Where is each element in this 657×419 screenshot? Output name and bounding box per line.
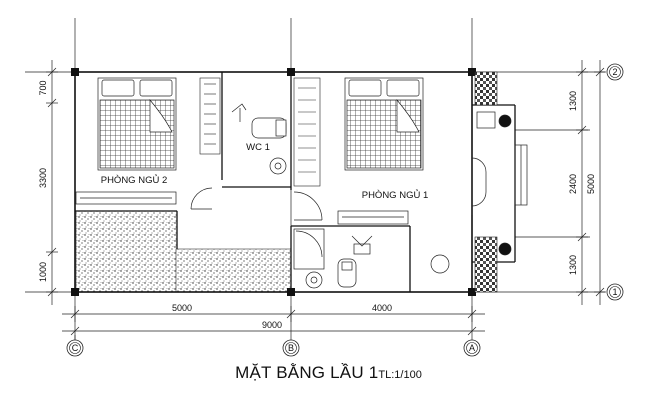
planter-top [474, 71, 498, 106]
tiled-floor-left [75, 210, 178, 293]
dim-left-700: 700 [38, 80, 48, 95]
bottom-dimension-chain [62, 306, 485, 336]
side-table-bedroom-1 [430, 254, 450, 274]
dim-bottom-5000: 5000 [172, 303, 192, 313]
dim-right-2400: 2400 [568, 174, 578, 194]
wc-fixtures [231, 103, 287, 175]
chair-bedroom-1 [351, 235, 373, 255]
bed-bedroom-2 [97, 77, 177, 171]
desk-bedroom-1 [337, 210, 409, 225]
axis-label-b: B [288, 343, 294, 353]
bed-bedroom-1 [344, 77, 424, 171]
axis-bubble-2: 2 [606, 63, 624, 81]
door-bedroom-2 [190, 187, 213, 210]
axis-label-1: 1 [612, 287, 617, 297]
planter-bottom [474, 236, 498, 293]
axis-bubble-1: 1 [606, 283, 624, 301]
tiled-floor-corridor [175, 248, 292, 293]
room-label-bedroom-1: PHÒNG NGỦ 1 [362, 189, 429, 201]
dim-right-1300-top: 1300 [568, 91, 578, 111]
door-bedroom-1 [293, 191, 323, 221]
axis-bubble-c: C [66, 335, 84, 357]
dim-right-5000: 5000 [586, 174, 596, 194]
facade-doors [471, 111, 528, 256]
right-dimension-chain [515, 60, 606, 305]
lower-bath-fixtures [293, 228, 357, 289]
axis-label-2: 2 [612, 67, 617, 77]
drawing-title-main: MẶT BẰNG LẦU 1 [235, 363, 379, 382]
room-label-bedroom-2: PHÒNG NGỦ 2 [101, 174, 168, 186]
wardrobe-bedroom-2 [75, 191, 177, 205]
shelf-right [293, 77, 321, 187]
structural-columns [71, 68, 476, 296]
drawing-title-scale: TL:1/100 [378, 369, 422, 381]
shelf-left [199, 77, 221, 155]
left-dimension-chain [46, 60, 58, 305]
axis-label-a: A [469, 343, 475, 353]
axis-label-c: C [72, 343, 79, 353]
dim-right-1300-bottom: 1300 [568, 255, 578, 275]
dim-bottom-9000: 9000 [262, 320, 282, 330]
drawing-title: MẶT BẰNG LẦU 1TL:1/100 [0, 363, 657, 383]
dim-bottom-4000: 4000 [372, 303, 392, 313]
axis-bubble-b: B [282, 339, 300, 357]
axis-bubble-a: A [463, 339, 481, 357]
room-label-wc: WC 1 [246, 142, 270, 153]
dim-left-3300: 3300 [38, 168, 48, 188]
dim-left-1000: 1000 [38, 262, 48, 282]
